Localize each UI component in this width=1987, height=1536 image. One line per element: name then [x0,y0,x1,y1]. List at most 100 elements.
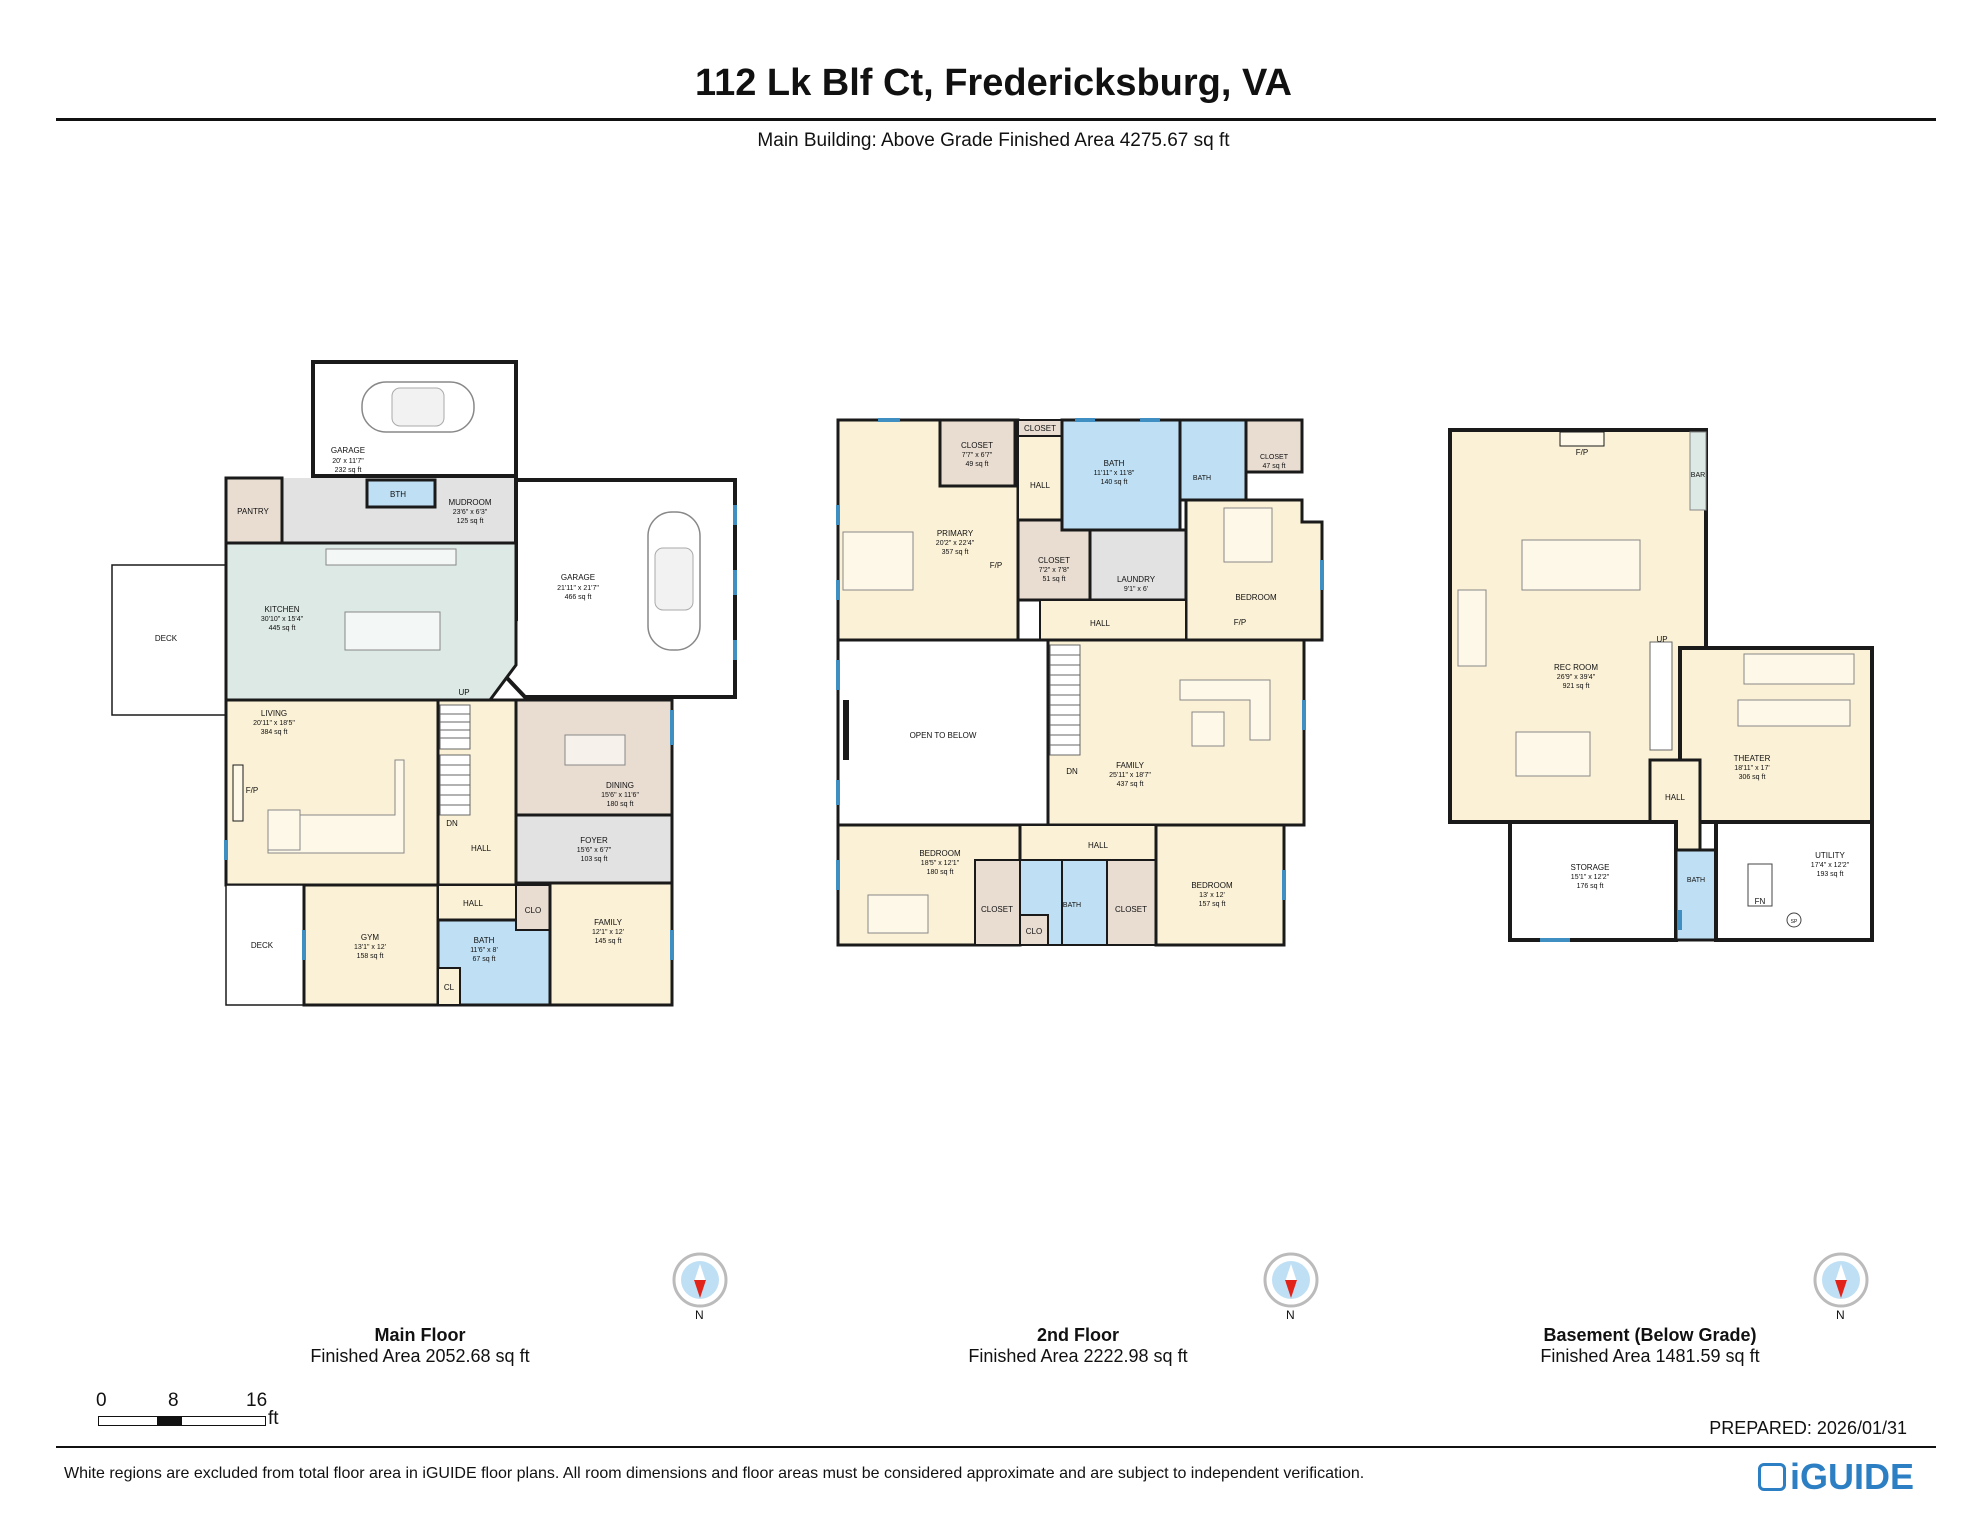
room-area: 49 sq ft [966,461,989,468]
bed-icon [1223,507,1273,563]
room-label: UP [458,688,469,697]
room-label: CL [444,983,455,992]
room-area: 193 sq ft [1817,871,1844,878]
floor-area: Finished Area 2052.68 sq ft [310,1346,530,1366]
room-label: CLOSET [1024,424,1056,433]
second-floor-plan: CLOSET 7'7" x 6'7" 49 sq ft CLOSET HALL … [836,417,1324,947]
room-area: 47 sq ft [1263,463,1286,470]
main-floor-plan: GARAGE 20' x 11'7" 232 sq ft BTH MUDROOM… [111,360,737,1007]
room-label: BEDROOM [1191,881,1233,890]
room-label: PRIMARY [937,529,974,538]
main-clo [515,884,551,931]
room-label: BTH [390,490,406,499]
room-label: BATH [1063,902,1081,909]
compass-icon [1263,1252,1319,1326]
room-label: FAMILY [1116,761,1145,770]
room-dims: 17'4" x 12'2" [1811,862,1850,869]
room-dims: 11'11" x 11'8" [1094,470,1135,477]
room-area: 158 sq ft [357,953,384,960]
basement-plan: F/P BAR REC ROOM 26'9" x 39'4" 921 sq ft… [1448,428,1874,942]
room-label: UP [1656,635,1667,644]
scale-tick: 16 [246,1390,268,1411]
second-clo [1019,914,1049,946]
kitchen-island [344,611,441,651]
room-label: F/P [1234,618,1246,627]
room-area: 466 sq ft [565,594,592,601]
stairs-icon [439,704,471,816]
second-bedroom-3 [1154,823,1286,947]
room-dims: 11'6" x 8' [470,947,498,954]
floor-caption-second: 2nd Floor Finished Area 2222.98 sq ft [868,1325,1288,1367]
room-label: HALL [1030,481,1051,490]
room-label: HALL [1665,793,1686,802]
fireplace-icon [232,764,244,822]
room-label: GYM [361,933,380,942]
second-closet-4 [974,859,1021,946]
room-label: LAUNDRY [1117,575,1156,584]
room-label: DN [446,819,458,828]
floor-area: Finished Area 1481.59 sq ft [1540,1346,1760,1366]
second-bath-s [1178,418,1248,502]
room-label: CLOSET [1260,454,1289,461]
room-label: BATH [1687,877,1705,884]
sofa-icon [1179,679,1271,741]
pool-table-icon [1515,731,1591,777]
room-label: OPEN TO BELOW [910,731,977,740]
room-label: HALL [1090,619,1111,628]
compass-icon [1813,1252,1869,1326]
room-area: 145 sq ft [595,938,622,945]
table-icon [564,734,626,766]
floor-caption-basement: Basement (Below Grade) Finished Area 148… [1440,1325,1860,1367]
room-label: THEATER [1734,754,1771,763]
room-dims: 15'6" x 11'6" [601,792,639,799]
room-area: 103 sq ft [581,856,608,863]
room-label: DECK [251,941,274,950]
room-label: UTILITY [1815,851,1845,860]
header-rule [56,118,1936,121]
room-area: 157 sq ft [1199,901,1226,908]
room-label: KITCHEN [264,605,299,614]
room-area: 357 sq ft [942,549,969,556]
room-area: 176 sq ft [1577,883,1604,890]
floor-name: Main Floor [374,1325,466,1345]
room-label: CLO [525,906,541,915]
room-label: HALL [1088,841,1109,850]
stairs-icon [1649,641,1673,751]
second-hall-2 [1039,599,1187,641]
room-label: FAMILY [594,918,623,927]
sofa-icon [267,759,405,854]
compass-label: N [1286,1308,1295,1322]
room-label: BATH [1104,459,1125,468]
scale-bar-graphic [98,1416,266,1426]
car-icon [647,511,701,651]
main-deck-1 [111,564,227,716]
room-dims: 15'1" x 12'2" [1571,874,1610,881]
bed-icon [842,531,914,591]
fireplace-icon [843,700,849,760]
room-label: DN [1066,767,1078,776]
second-closet-2 [1244,418,1304,474]
room-area: 125 sq ft [457,518,484,525]
main-family [548,881,674,1007]
room-label: PANTRY [237,507,269,516]
room-dims: 25'11" x 18'7" [1109,772,1151,779]
iguide-logo-icon [1758,1463,1786,1491]
room-area: 445 sq ft [269,625,296,632]
compass-label: N [1836,1308,1845,1322]
room-label: DINING [606,781,634,790]
room-dims: 13'1" x 12' [354,944,386,951]
room-label: FN [1755,897,1766,906]
room-area: 437 sq ft [1117,781,1144,788]
room-area: 51 sq ft [1043,576,1066,583]
main-cl [437,967,461,1006]
page-subtitle: Main Building: Above Grade Finished Area… [757,130,1230,151]
room-dims: 30'10" x 15'4" [261,616,304,623]
room-dims: 20'11" x 18'5" [253,720,295,727]
room-label: SP [1791,919,1798,925]
stairs-icon [1049,644,1081,756]
bed-icon [867,894,929,934]
room-area: 306 sq ft [1739,774,1766,781]
room-dims: 13' x 12' [1199,892,1225,899]
room-dims: 9'1" x 6' [1124,586,1148,593]
main-foyer [514,813,674,885]
